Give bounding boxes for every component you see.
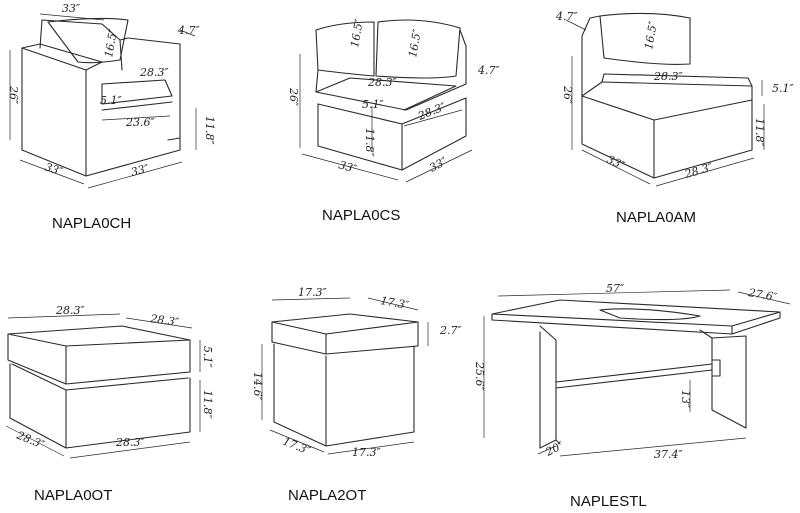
corner-dim-pillow-left: 16.5″ <box>348 17 366 48</box>
corner-dim-depth-right: 33″ <box>427 154 450 174</box>
armless-dim-height: 26″ <box>561 85 574 105</box>
armless-dim-width: 28.3″ <box>682 160 715 181</box>
ottoman-drawing <box>5 313 201 459</box>
small-ottoman-dim-top-width: 17.3″ <box>298 286 327 299</box>
corner-dim-cushion: 5.1″ <box>362 98 384 111</box>
armchair-dim-depth: 33″ <box>43 160 65 178</box>
ottoman-dim-top-width: 28.3″ <box>55 304 85 317</box>
ottoman-dim-base-height: 11.8″ <box>201 390 214 419</box>
table-dim-leg-span: 37.4″ <box>654 448 683 461</box>
corner-dim-depth-left: 33″ <box>337 158 359 176</box>
armless-dim-seat-height: 11.8″ <box>753 118 766 147</box>
armchair-drawing <box>9 13 197 189</box>
corner-dim-seat-height: 11.8″ <box>363 128 376 157</box>
armchair-dim-pillow-height: 16.5″ <box>102 27 120 58</box>
ottoman-model-code: NAPLA0OT <box>34 487 112 504</box>
armchair-model-code: NAPLA0CH <box>52 215 131 232</box>
armless-dim-pillow: 16.5″ <box>642 19 660 50</box>
armless-dim-back: 4.7″ <box>555 10 578 23</box>
armless-dim-cushion: 5.1″ <box>772 82 794 95</box>
armchair-dim-arm-width: 4.7″ <box>177 24 200 37</box>
corner-model-code: NAPLA0CS <box>322 207 400 224</box>
armless-dim-seat: 28.3″ <box>653 70 683 83</box>
corner-dim-seat-depth: 28.3″ <box>415 100 448 123</box>
corner-dim-pillow-right: 16.5″ <box>406 27 424 58</box>
small-ottoman-dim-width: 17.3″ <box>352 446 381 459</box>
small-ottoman-model-code: NAPLA2OT <box>288 487 366 504</box>
table-dim-height: 25.6″ <box>473 361 486 391</box>
corner-dim-height: 26″ <box>287 87 300 107</box>
small-ottoman-dim-top-depth: 17.3″ <box>379 294 410 312</box>
armchair-dim-seat-depth: 28.3″ <box>139 66 169 79</box>
armchair-dim-front-width: 33″ <box>130 162 152 179</box>
corner-dim-seat: 28.3″ <box>367 76 397 89</box>
table-drawing <box>483 289 791 457</box>
armless-model-code: NAPLA0AM <box>616 209 696 226</box>
table-model-code: NAPLESTL <box>570 493 647 510</box>
small-ottoman-dim-cushion: 2.7″ <box>439 324 462 337</box>
ottoman-dim-depth: 28.3″ <box>14 428 47 451</box>
armchair-dim-seat-width: 23.6″ <box>125 116 155 129</box>
ottoman-dim-cushion: 5.1″ <box>201 346 214 368</box>
table-dim-length: 57″ <box>606 282 625 295</box>
table-dim-depth: 27.6″ <box>746 286 778 304</box>
armless-chair-drawing <box>565 12 765 187</box>
armchair-dim-seat-height: 11.8″ <box>203 116 216 145</box>
armchair-dim-cushion: 5.1″ <box>100 94 122 107</box>
small-ottoman-dim-height: 14.6″ <box>251 372 264 401</box>
corner-dim-back: 4.7″ <box>477 64 500 77</box>
corner-chair-drawing <box>299 19 473 183</box>
armless-dim-depth: 33″ <box>605 153 628 173</box>
ottoman-dim-top-depth: 28.3″ <box>149 312 181 329</box>
armchair-dim-height: 26″ <box>7 85 20 105</box>
small-ottoman-drawing <box>261 297 429 455</box>
ottoman-dim-width: 28.3″ <box>115 436 145 449</box>
armchair-dim-width: 33″ <box>62 2 81 15</box>
table-dim-leg-clearance: 13″ <box>679 390 692 409</box>
